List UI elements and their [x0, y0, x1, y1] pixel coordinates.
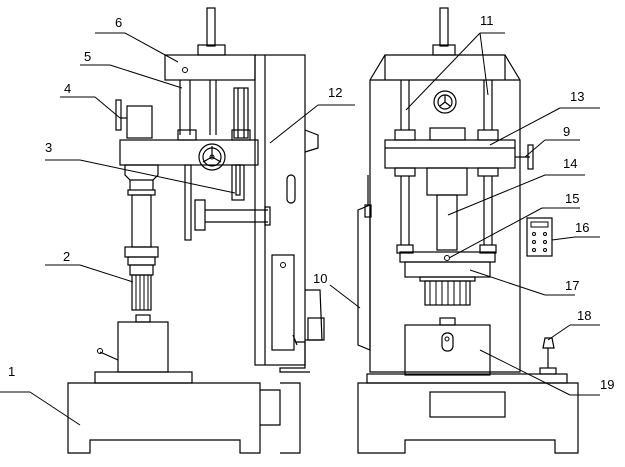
- right-die-block: [404, 317, 491, 376]
- callout-2: 2: [63, 249, 70, 264]
- right-foot: [539, 337, 557, 375]
- callout-labels: 1 2 3 4 5 6 9 10 11 12 13 14 15 16 17 18…: [8, 13, 614, 392]
- left-spindle: [124, 164, 159, 311]
- right-control-panel: [526, 217, 553, 257]
- callout-17: 17: [565, 278, 579, 293]
- right-crossbeam: [384, 139, 534, 177]
- left-machine: [67, 7, 325, 454]
- callout-14: 14: [563, 156, 577, 171]
- callout-1: 1: [8, 364, 15, 379]
- callout-15: 15: [565, 191, 579, 206]
- right-columns: [396, 176, 497, 254]
- right-frame: [369, 7, 521, 373]
- callout-4: 4: [64, 81, 71, 96]
- callout-5: 5: [84, 49, 91, 64]
- left-base: [67, 382, 301, 454]
- right-side-door: [357, 175, 372, 351]
- callout-12: 12: [328, 85, 342, 100]
- callout-13: 13: [570, 89, 584, 104]
- leader-lines: [0, 32, 600, 426]
- left-guide-rods: [177, 80, 251, 141]
- callout-6: 6: [115, 15, 122, 30]
- left-top-head: [164, 7, 256, 81]
- left-side-bracket: [184, 164, 271, 241]
- left-handle: [115, 99, 153, 139]
- callout-9: 9: [563, 124, 570, 139]
- right-lower-platen: [399, 251, 496, 306]
- callout-3: 3: [45, 140, 52, 155]
- callout-10: 10: [313, 271, 327, 286]
- callout-19: 19: [600, 377, 614, 392]
- left-die-block: [94, 314, 193, 384]
- right-base: [357, 373, 579, 454]
- callout-16: 16: [575, 220, 589, 235]
- callout-11: 11: [480, 13, 494, 28]
- right-machine: [357, 7, 579, 454]
- right-ram: [426, 167, 468, 261]
- callout-18: 18: [577, 308, 591, 323]
